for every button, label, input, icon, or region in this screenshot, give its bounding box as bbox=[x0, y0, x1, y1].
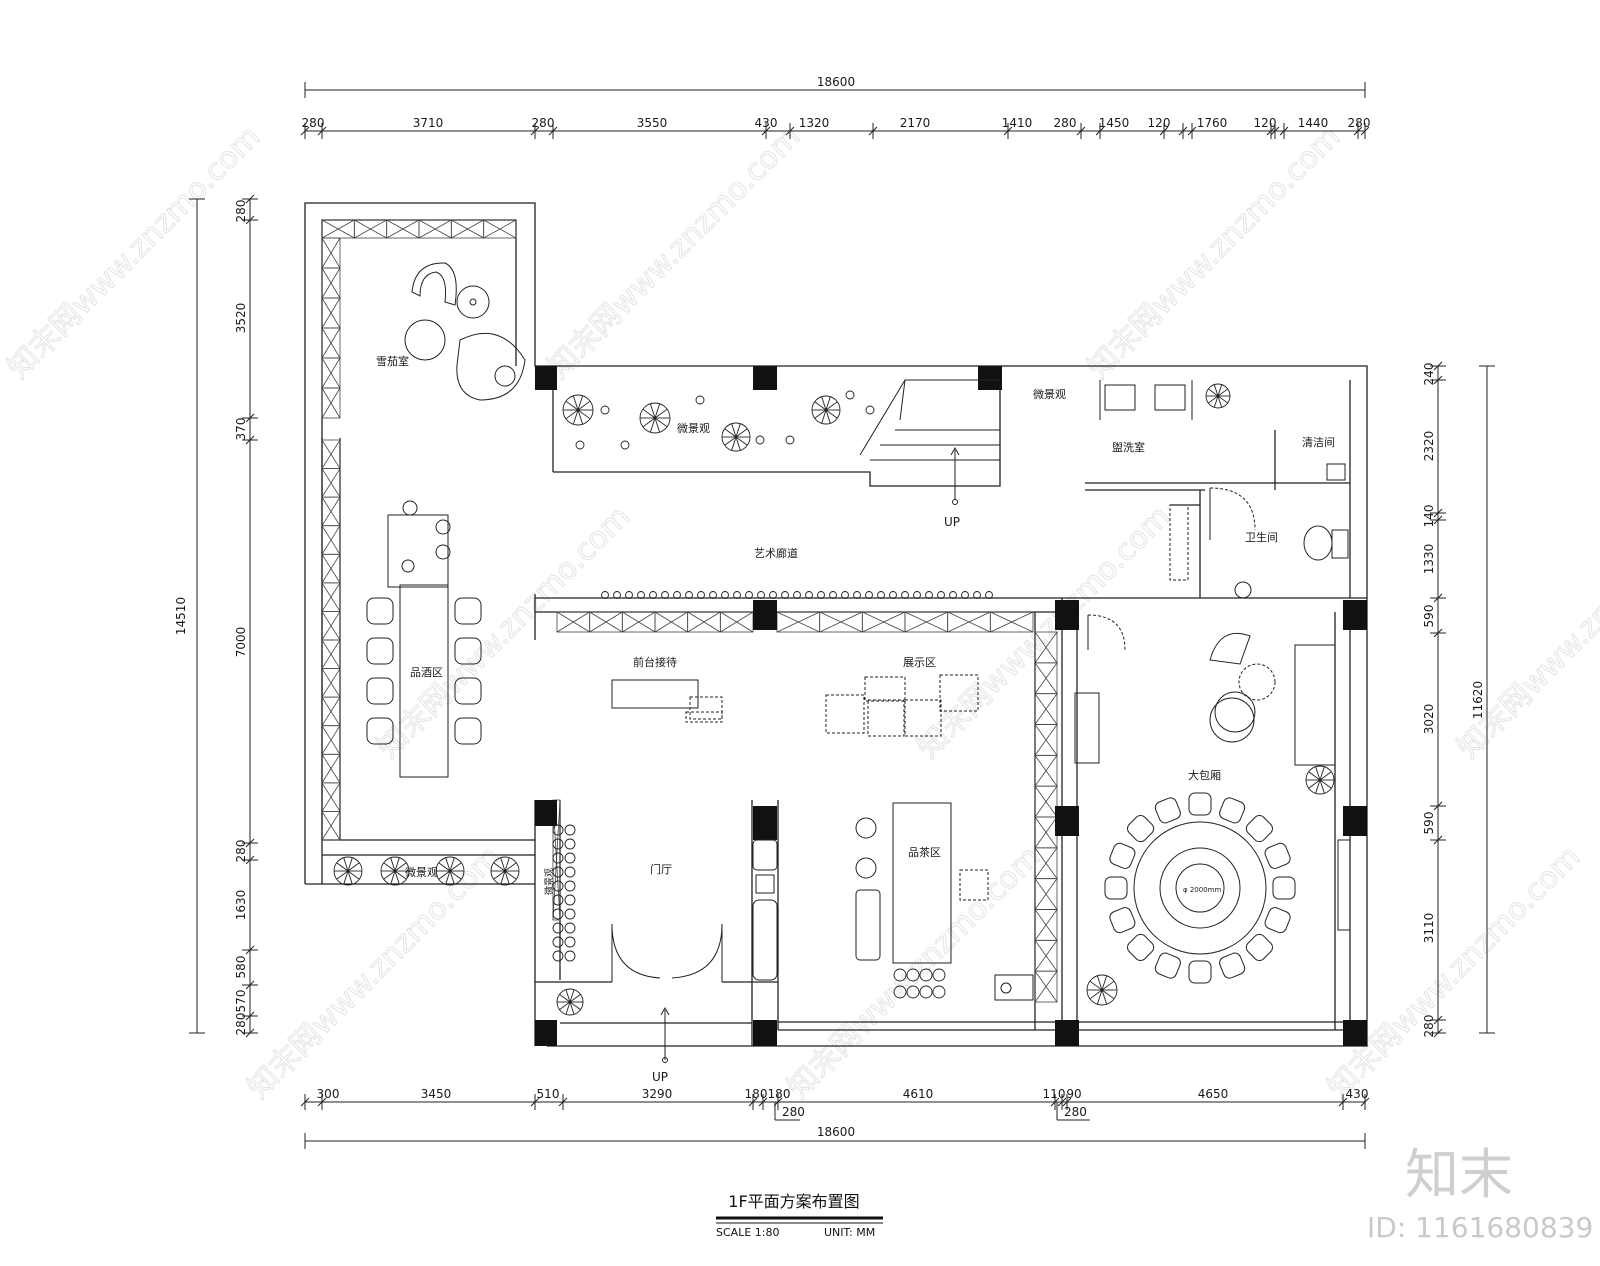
dimension-label: 280 bbox=[302, 116, 325, 130]
dimension-label: 3450 bbox=[421, 1087, 452, 1101]
room-label-washroom: 盥洗室 bbox=[1112, 440, 1145, 454]
entry-up-marker: UP bbox=[652, 1070, 668, 1084]
dimension-label: 3290 bbox=[642, 1087, 673, 1101]
dimension-label: 590 bbox=[1422, 605, 1436, 628]
watermark-logo: 知末 bbox=[1405, 1143, 1513, 1206]
room-label-corridor: 艺术廊道 bbox=[754, 546, 798, 560]
dimension-label: 7000 bbox=[234, 627, 248, 658]
room-label-display: 展示区 bbox=[903, 656, 936, 669]
dimension-label: 570 bbox=[234, 990, 248, 1013]
dimension-label: 1450 bbox=[1099, 116, 1130, 130]
room-label-lobby: 门厅 bbox=[650, 862, 672, 876]
top-segment-labels: 280 3710 280 3550 430 1320 2170 1410 280 1450 120 1… bbox=[302, 116, 1371, 130]
dimension-label: 370 bbox=[234, 418, 248, 441]
table-diameter-label: φ 2000mm bbox=[1183, 886, 1221, 894]
bottom-dimensions bbox=[300, 1094, 1370, 1149]
watermark-id: ID: 1161680839 bbox=[1367, 1211, 1593, 1244]
room-label-reception: 前台接待 bbox=[633, 655, 677, 669]
dimension-label: 280 bbox=[234, 200, 248, 223]
watermark-text: 知末网www.znzmo.com bbox=[241, 839, 507, 1105]
dimension-label: 1630 bbox=[234, 890, 248, 921]
dimension-label: 180 bbox=[768, 1087, 791, 1101]
dimension-label: 280 bbox=[234, 840, 248, 863]
dimension-label: 110 bbox=[1043, 1087, 1066, 1101]
dimension-label: 430 bbox=[1346, 1087, 1369, 1101]
dimension-label: 430 bbox=[755, 116, 778, 130]
dimension-label: 3550 bbox=[637, 116, 668, 130]
dimension-label: 590 bbox=[1422, 812, 1436, 835]
drawing-title: 1F平面方案布置图 bbox=[728, 1192, 859, 1211]
dimension-label: 280 bbox=[532, 116, 555, 130]
bottom-sub-dimension: 280 bbox=[782, 1105, 805, 1119]
dimension-label: 280 bbox=[1348, 116, 1371, 130]
room-labels: 雪茄室 微景观 微景观 艺术廊道 盥洗室 清洁间 卫生间 品酒区 前台接待 展示… bbox=[376, 354, 1335, 1084]
watermark-text: 知末网www.znzmo.com bbox=[1081, 119, 1347, 385]
dimension-label: 510 bbox=[537, 1087, 560, 1101]
room-label-vip: 大包厢 bbox=[1188, 768, 1221, 782]
room-label-landscape: 微景观 bbox=[543, 868, 555, 895]
watermark-text: 知末网www.znzmo.com bbox=[1321, 839, 1587, 1105]
stair-up-marker: UP bbox=[944, 515, 960, 529]
drawing-scale: SCALE 1:80 bbox=[716, 1226, 779, 1239]
dimension-label: 3520 bbox=[234, 303, 248, 334]
watermark-text: 知末网www.znzmo.com bbox=[911, 499, 1177, 765]
top-total-dimension: 18600 bbox=[817, 75, 855, 89]
title-block: 1F平面方案布置图 SCALE 1:80 UNIT: MM bbox=[716, 1192, 883, 1239]
dimension-label: 4650 bbox=[1198, 1087, 1229, 1101]
dimension-label: 120 bbox=[1148, 116, 1171, 130]
dimension-label: 4610 bbox=[903, 1087, 934, 1101]
room-label-landscape: 微景观 bbox=[677, 421, 710, 435]
right-total-dimension: 11620 bbox=[1471, 681, 1485, 719]
dimension-label: 1760 bbox=[1197, 116, 1228, 130]
watermark-text: 知末网www.znzmo.com bbox=[781, 839, 1047, 1105]
dimension-label: 580 bbox=[234, 956, 248, 979]
bottom-sub-dimension: 280 bbox=[1064, 1105, 1087, 1119]
room-label-wine: 品酒区 bbox=[410, 666, 443, 679]
bottom-total-dimension: 18600 bbox=[817, 1125, 855, 1139]
dimension-label: 1410 bbox=[1002, 116, 1033, 130]
watermark-text: 知末网www.znzmo.com bbox=[541, 119, 807, 385]
right-dimensions bbox=[1430, 361, 1495, 1038]
right-segment-labels: 240 2320 140 1330 590 3020 590 3110 280 bbox=[1422, 363, 1436, 1038]
dimension-label: 120 bbox=[1254, 116, 1277, 130]
dimension-label: 3020 bbox=[1422, 704, 1436, 735]
watermark-text: 知末网www.znzmo.com bbox=[1, 119, 267, 385]
dimension-label: 1320 bbox=[799, 116, 830, 130]
dimension-label: 280 bbox=[1054, 116, 1077, 130]
dimension-label: 300 bbox=[317, 1087, 340, 1101]
dimension-label: 90 bbox=[1066, 1087, 1081, 1101]
dimension-label: 2320 bbox=[1422, 431, 1436, 462]
top-dimensions bbox=[300, 82, 1370, 139]
structural-columns bbox=[535, 366, 1367, 1046]
dimension-label: 240 bbox=[1422, 363, 1436, 386]
landscape-plants bbox=[333, 383, 1335, 1016]
dimension-label: 3110 bbox=[1422, 913, 1436, 944]
dimension-label: 280 bbox=[234, 1013, 248, 1036]
dimension-label: 3710 bbox=[413, 116, 444, 130]
room-label-landscape: 微景观 bbox=[1033, 387, 1066, 401]
room-label-tea: 品茶区 bbox=[908, 846, 941, 859]
dimension-label: 180 bbox=[745, 1087, 768, 1101]
dimension-label: 1440 bbox=[1298, 116, 1329, 130]
dimension-label: 2170 bbox=[900, 116, 931, 130]
drawing-unit: UNIT: MM bbox=[824, 1226, 875, 1239]
decorative-wall-panels bbox=[321, 219, 1058, 1003]
room-label-toilet: 卫生间 bbox=[1245, 530, 1278, 544]
furniture bbox=[366, 262, 1351, 1063]
dimension-label: 1330 bbox=[1422, 544, 1436, 575]
room-label-cleaning: 清洁间 bbox=[1302, 436, 1335, 449]
left-total-dimension: 14510 bbox=[174, 597, 188, 635]
watermark-text: 知末网www.znzmo.com bbox=[371, 499, 637, 765]
left-dimensions bbox=[189, 194, 258, 1038]
dimension-label: 140 bbox=[1422, 505, 1436, 528]
dimension-label: 280 bbox=[1422, 1015, 1436, 1038]
watermark-text: 知末网www.znzmo.com bbox=[1451, 499, 1600, 765]
room-label-cigar: 雪茄室 bbox=[376, 354, 409, 368]
room-label-landscape: 微景观 bbox=[405, 865, 438, 879]
brand-watermark: 知末 ID: 1161680839 bbox=[1367, 1143, 1593, 1244]
